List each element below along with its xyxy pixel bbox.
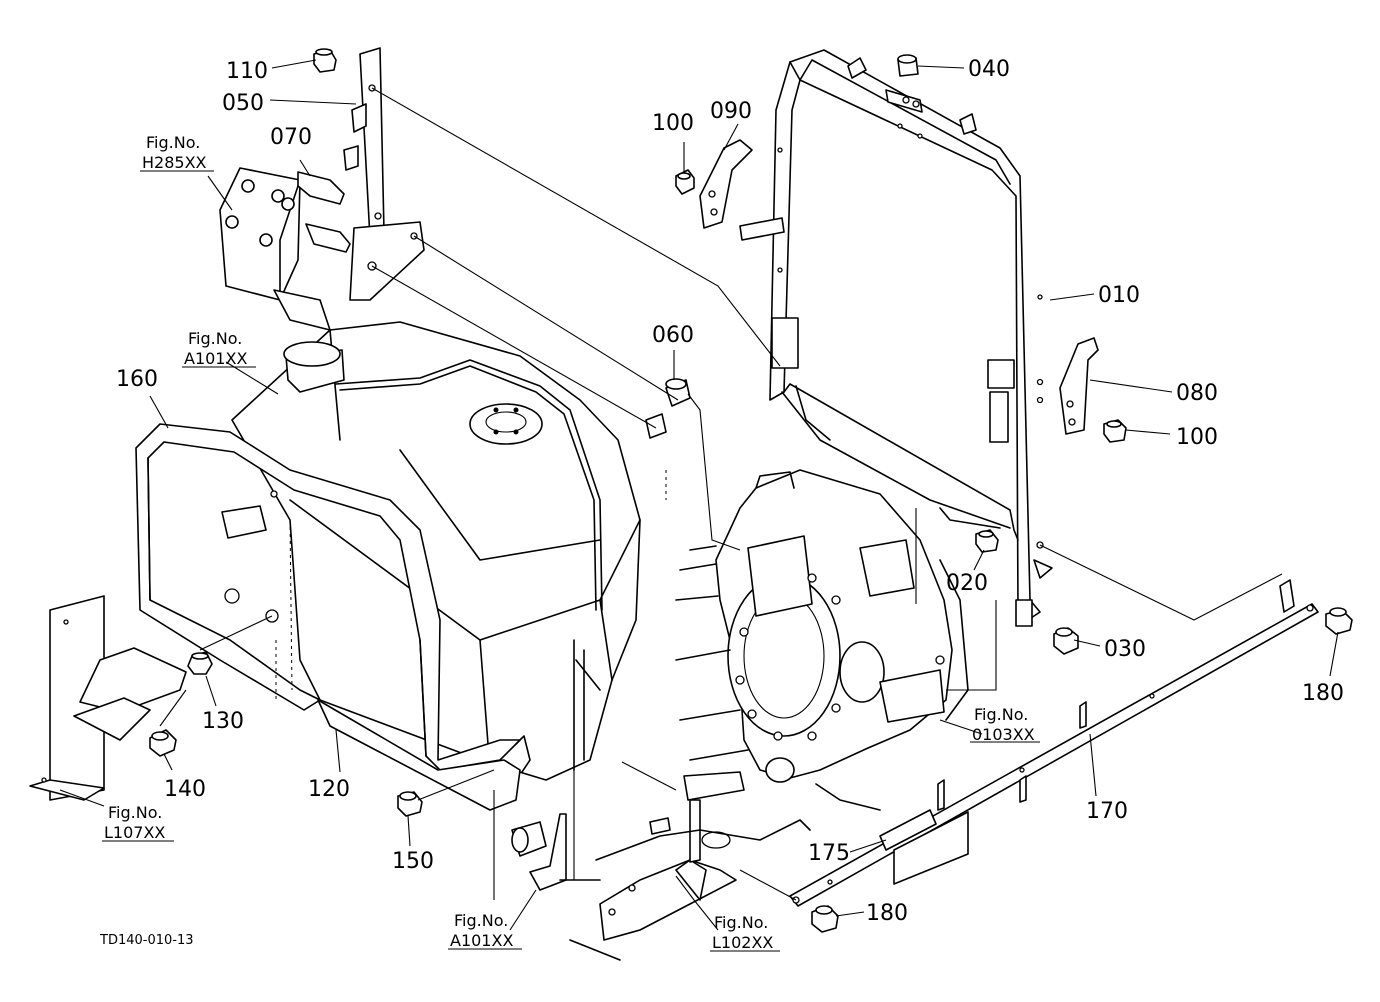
bracket-080 [1059, 337, 1099, 435]
fig-ref-a101-top-line1: Fig.No. [188, 329, 242, 348]
callout-180-right: 180 [1302, 681, 1344, 706]
spacer-060 [645, 378, 691, 439]
bracket-l107 [29, 595, 187, 801]
fig-ref-0103-line1: Fig.No. [974, 705, 1028, 724]
callout-070: 070 [270, 125, 312, 150]
fig-ref-a101-top-line2: A101XX [184, 349, 247, 368]
callout-110: 110 [226, 59, 268, 84]
fig-references: Fig.No. H285XX Fig.No. A101XX Fig.No. L1… [104, 133, 1035, 952]
bolt-100-upper [675, 169, 695, 195]
callout-120: 120 [308, 777, 350, 802]
leader-lines [59, 59, 1339, 931]
bolt-100-lower [1103, 419, 1127, 443]
callout-140: 140 [164, 777, 206, 802]
fig-ref-0103-line2: 0103XX [972, 725, 1035, 744]
bolt-150 [397, 791, 423, 817]
hidden-lines [275, 470, 667, 700]
bolt-030 [1053, 627, 1079, 655]
callout-100-upper: 100 [652, 111, 694, 136]
bolt-180-right [1325, 607, 1353, 635]
fuel-cap [283, 341, 345, 393]
callout-010: 010 [1098, 283, 1140, 308]
callout-100-lower: 100 [1176, 425, 1218, 450]
fitting-070 [297, 171, 351, 253]
fig-ref-l102-line1: Fig.No. [714, 913, 768, 932]
callout-160: 160 [116, 367, 158, 392]
bolt-110 [313, 48, 337, 73]
bracket-050 [343, 47, 425, 301]
tank-cover-160 [135, 423, 521, 771]
callout-130: 130 [202, 709, 244, 734]
bar-170 [789, 579, 1319, 907]
lower-shield-120 [317, 699, 531, 811]
fuel-tank [231, 321, 641, 781]
bolt-140 [149, 729, 177, 757]
flywheel-housing [675, 469, 969, 811]
callout-040: 040 [968, 57, 1010, 82]
bolt-180-bottom [811, 905, 839, 933]
bracket-a101-lower [511, 639, 601, 891]
block-h285 [219, 167, 331, 331]
rubber-cap-040 [897, 54, 919, 77]
callout-050: 050 [222, 91, 264, 116]
callout-150: 150 [392, 849, 434, 874]
callout-175: 175 [808, 841, 850, 866]
callout-180-bottom: 180 [866, 901, 908, 926]
fig-ref-h285-line1: Fig.No. [146, 133, 200, 152]
bracket-090 [699, 139, 785, 241]
callout-170: 170 [1086, 799, 1128, 824]
fig-ref-l102-line2: L102XX [712, 933, 773, 952]
callout-090: 090 [710, 99, 752, 124]
callout-020: 020 [946, 571, 988, 596]
mount-l102 [559, 771, 811, 961]
callout-060: 060 [652, 323, 694, 348]
bolt-130 [187, 651, 213, 675]
callout-030: 030 [1104, 637, 1146, 662]
callout-labels: 010 020 030 040 050 060 070 080 090 100 … [116, 57, 1344, 926]
fig-ref-underlines [102, 170, 1040, 952]
bolt-020 [975, 529, 999, 553]
fig-ref-a101-bottom-line1: Fig.No. [454, 911, 508, 930]
fig-ref-l107-line2: L107XX [104, 823, 165, 842]
radiator-frame-010 [769, 49, 1053, 627]
fig-ref-a101-bottom-line2: A101XX [450, 931, 513, 950]
drawing-code: TD140-010-13 [99, 933, 194, 948]
fig-ref-h285-line2: H285XX [142, 153, 207, 172]
callout-080: 080 [1176, 381, 1218, 406]
tank-strap [335, 359, 603, 611]
fig-ref-l107-line1: Fig.No. [108, 803, 162, 822]
